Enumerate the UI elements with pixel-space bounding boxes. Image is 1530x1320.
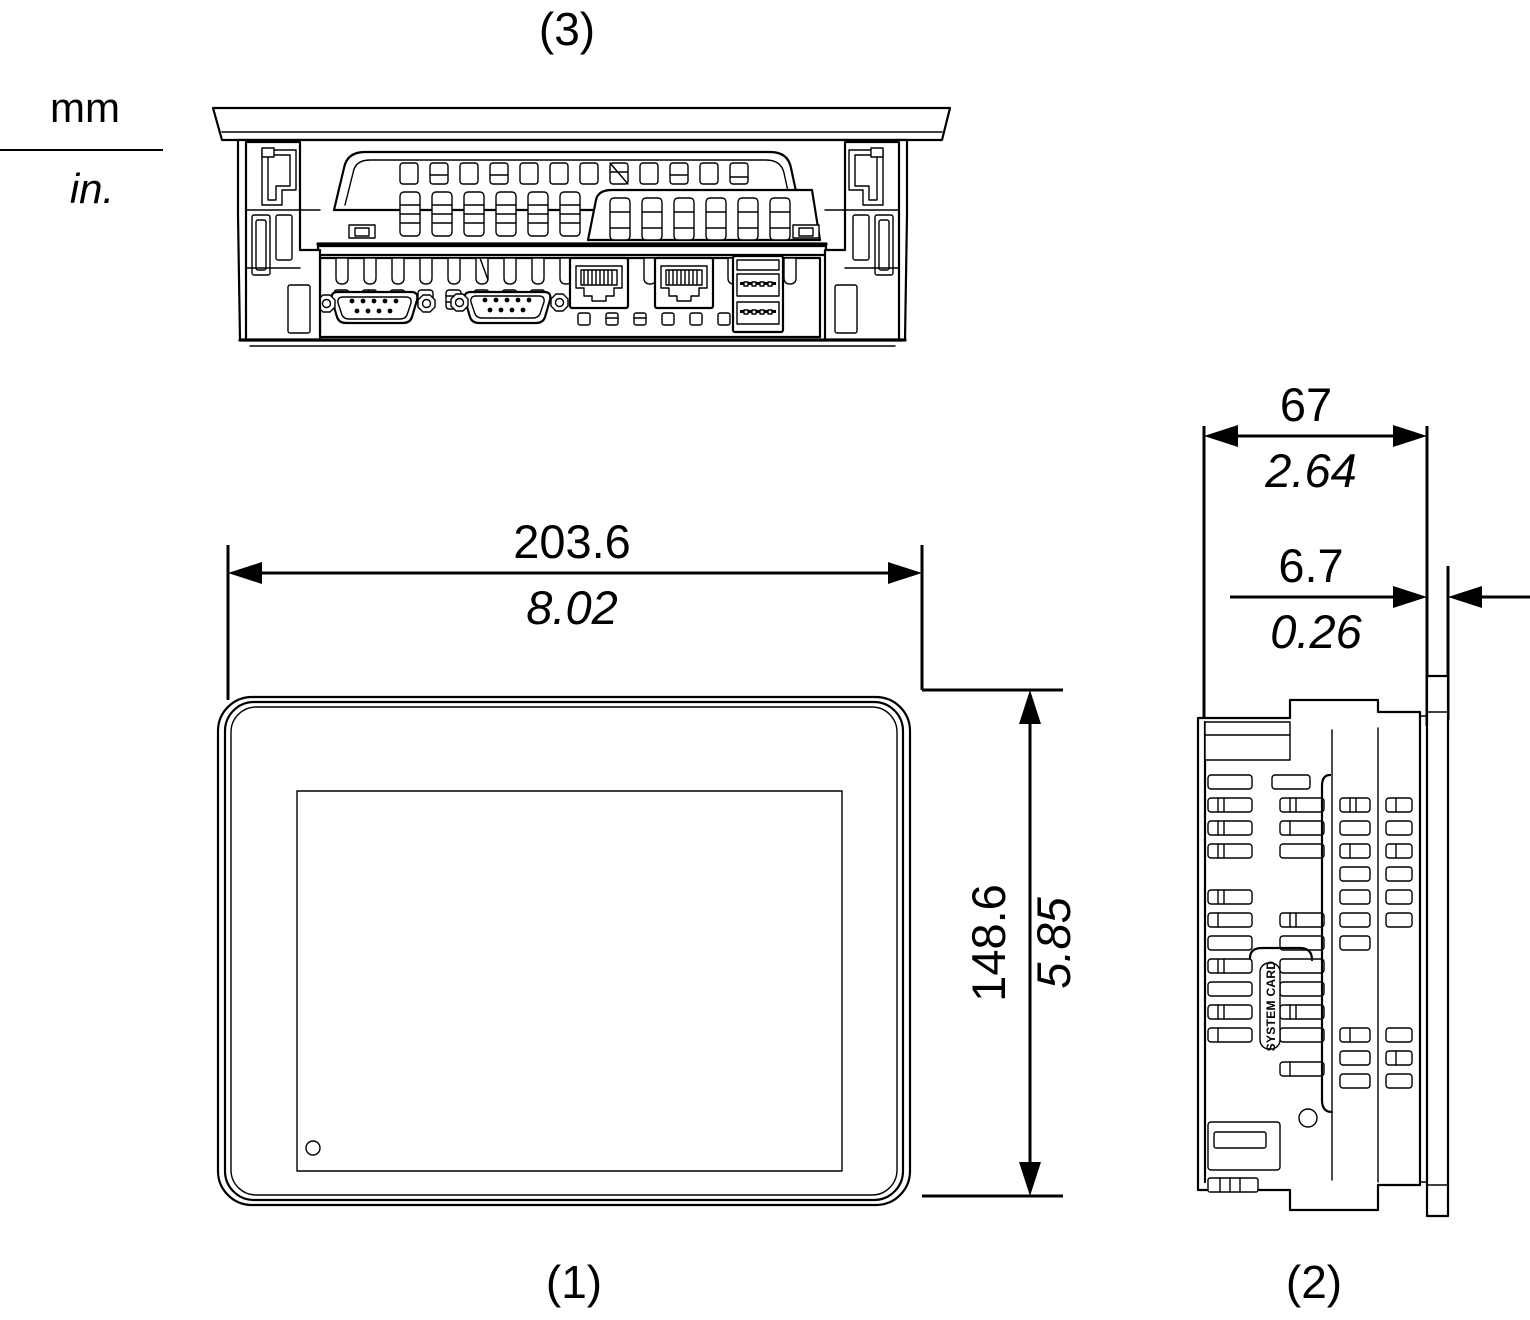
vent-row-mid-left [399,191,581,237]
bottom-rail-features [577,312,731,326]
dim-width-in: 8.02 [526,581,617,634]
mounting-bracket-right [823,140,901,342]
separator-band [316,244,828,257]
side-pivot-circle [1298,1108,1318,1128]
ethernet-port-1 [568,256,630,310]
front-view-group: 203.6 8.02 148.6 5.85 (1) [216,515,1080,1308]
side-bottom-block [1207,1121,1281,1193]
upper-vent-housing-inner [344,159,792,206]
arrow-depth-left [1204,425,1238,447]
units-mm-label: mm [50,84,120,131]
arrow-width-right [888,562,922,584]
arrow-bezel-left [1393,586,1427,608]
units-in-label: in. [70,165,114,212]
rj45-contacts-1 [583,269,613,285]
arrow-height-top [1019,690,1041,724]
arrow-bezel-right [1448,586,1482,608]
bezel-flange [1419,715,1428,1183]
dim-height-in: 5.85 [1027,896,1080,988]
system-card-label: SYSTEM CARD [1259,961,1281,1052]
front-bezel-inner [223,700,905,1202]
side-view-group: 67 2.64 6.7 0.26 [1196,378,1530,1308]
units-legend: mm in. [0,84,163,212]
vent-row-upper [399,162,749,185]
front-bezel-plate [1425,674,1450,1218]
system-card-label-text: SYSTEM CARD [1264,961,1278,1052]
dim-bezel-mm: 6.7 [1278,539,1343,592]
side-vent-column-a [1207,774,1253,1043]
card-slot-handle [1248,946,1314,962]
vent-row-mid-right [609,197,791,241]
bottom-view-group [211,106,952,347]
view-label-front: (1) [546,1256,602,1308]
dimension-bezel-thickness: 6.7 0.26 [1230,539,1530,658]
rj45-contacts-2 [668,269,698,285]
usb-port-lower [736,301,780,325]
side-top-block [1204,721,1291,761]
display-area [296,790,843,1172]
dimension-depth: 67 2.64 [1204,378,1427,497]
dim-bezel-in: 0.26 [1270,605,1362,658]
side-vent-column-b [1271,774,1325,1077]
serial-port-2 [450,290,569,325]
view-label-bottom: (3) [539,3,595,55]
arrow-depth-right [1393,425,1427,447]
dim-depth-mm: 67 [1280,378,1332,431]
side-vent-column-c [1339,797,1413,1089]
led-indicator [305,1140,321,1156]
dim-height-mm: 148.6 [962,884,1015,1002]
clip-tab-left-inner [354,227,370,237]
usb-port-upper [736,273,780,297]
usb-stack [731,254,785,334]
dimension-height: 148.6 5.85 [962,690,1080,1196]
front-bezel-inner-2 [230,706,898,1196]
clip-tab-right-inner [798,227,814,237]
ethernet-port-2 [653,256,715,310]
dim-width-mm: 203.6 [513,515,631,568]
serial-port-1 [317,290,436,325]
view-label-side: (2) [1286,1256,1342,1308]
system-card-label-frame [1259,962,1281,1050]
side-inner-contour [1320,773,1334,1114]
arrow-width-left [228,562,262,584]
dim-depth-in: 2.64 [1264,444,1356,497]
arrow-height-bottom [1019,1162,1041,1196]
dimension-width: 203.6 8.02 [228,515,922,634]
bezel-lip-profile [211,106,952,142]
